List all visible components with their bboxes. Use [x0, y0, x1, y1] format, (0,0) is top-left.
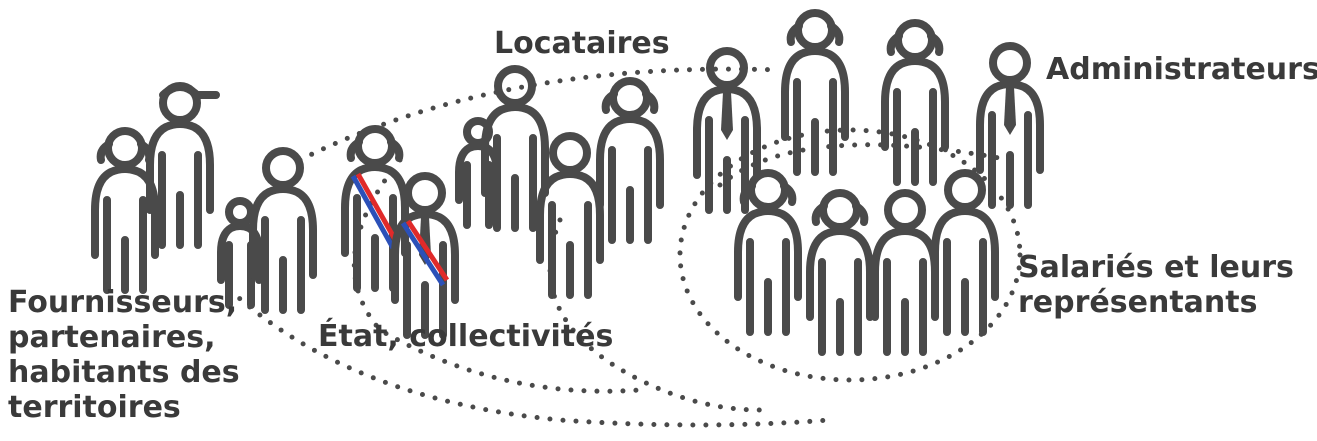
- person-admin-woman-2: [885, 23, 945, 182]
- label-locataires: Locataires: [494, 26, 670, 61]
- person-locataire-woman: [600, 81, 660, 240]
- label-administrateurs: Administrateurs: [1046, 52, 1317, 87]
- person-salarie-3: [875, 193, 935, 352]
- person-admin-woman-1: [785, 13, 845, 172]
- dotted-arc-mid: [547, 217, 763, 413]
- person-salarie-woman-2: [810, 193, 870, 352]
- person-man-left: [253, 151, 313, 310]
- person-cap-man: [150, 86, 220, 245]
- person-woman-left: [95, 131, 155, 290]
- person-admin-2: [980, 46, 1040, 205]
- person-mayor-man: [395, 176, 455, 335]
- dotted-arc-fournisseurs: [227, 287, 833, 428]
- dotted-ellipse-salaries: [677, 127, 1023, 383]
- label-salaries: Salariés et leurs représentants: [1018, 250, 1294, 320]
- person-salarie-woman-1: [738, 173, 798, 332]
- dotted-arc-administrateurs: [717, 142, 1013, 188]
- label-fournisseurs: Fournisseurs, partenaires, habitants des…: [8, 285, 240, 425]
- child-locataires: [459, 121, 497, 225]
- label-etat: État, collectivités: [318, 319, 614, 354]
- dotted-arc-etat: [351, 157, 643, 394]
- person-salarie-4: [935, 173, 995, 332]
- dotted-arc-locataires: [297, 66, 783, 163]
